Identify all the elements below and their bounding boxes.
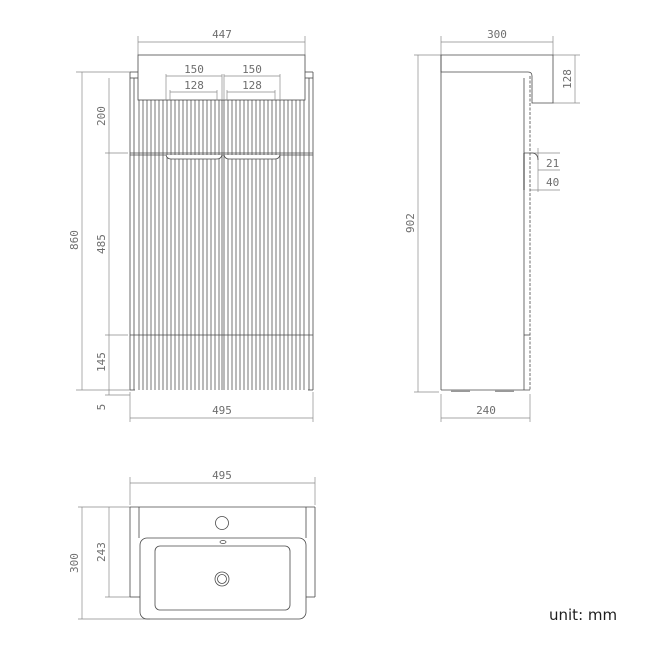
dim-front-495: 495 — [212, 404, 232, 417]
dim-front-5: 5 — [95, 404, 108, 411]
dim-side-128: 128 — [561, 69, 574, 89]
side-handle — [524, 152, 539, 161]
top-view — [78, 477, 316, 620]
drain-outer — [214, 571, 230, 587]
tap-hole — [215, 516, 229, 530]
handle-right — [223, 154, 281, 160]
overflow-slot — [219, 540, 227, 544]
dim-front-860: 860 — [68, 230, 81, 250]
basin-outer — [139, 537, 307, 620]
dim-top-300: 300 — [68, 553, 81, 573]
dim-front-485: 485 — [95, 234, 108, 254]
dim-side-902: 902 — [404, 213, 417, 233]
front-view — [76, 36, 314, 422]
dim-front-145: 145 — [95, 352, 108, 372]
unit-label: unit: mm — [549, 606, 618, 624]
drain-inner — [217, 574, 227, 584]
dim-front-447: 447 — [212, 28, 232, 41]
dim-handle-span-left: 150 — [184, 63, 204, 76]
dimension-447 — [137, 36, 306, 55]
dim-side-240: 240 — [476, 404, 496, 417]
dim-side-300: 300 — [487, 28, 507, 41]
dim-handle-inner-left: 128 — [184, 79, 204, 92]
side-profile — [440, 54, 554, 104]
handle-left — [165, 154, 223, 160]
dim-front-200: 200 — [95, 106, 108, 126]
dim-top-495: 495 — [212, 469, 232, 482]
dim-handle-span-right: 150 — [242, 63, 262, 76]
dim-side-40: 40 — [546, 176, 559, 189]
dim-handle-inner-right: 128 — [242, 79, 262, 92]
dim-top-243: 243 — [95, 542, 108, 562]
side-view — [414, 36, 580, 422]
basin-inner — [154, 545, 291, 611]
dim-side-21: 21 — [546, 157, 559, 170]
fluted-slats — [138, 100, 305, 390]
